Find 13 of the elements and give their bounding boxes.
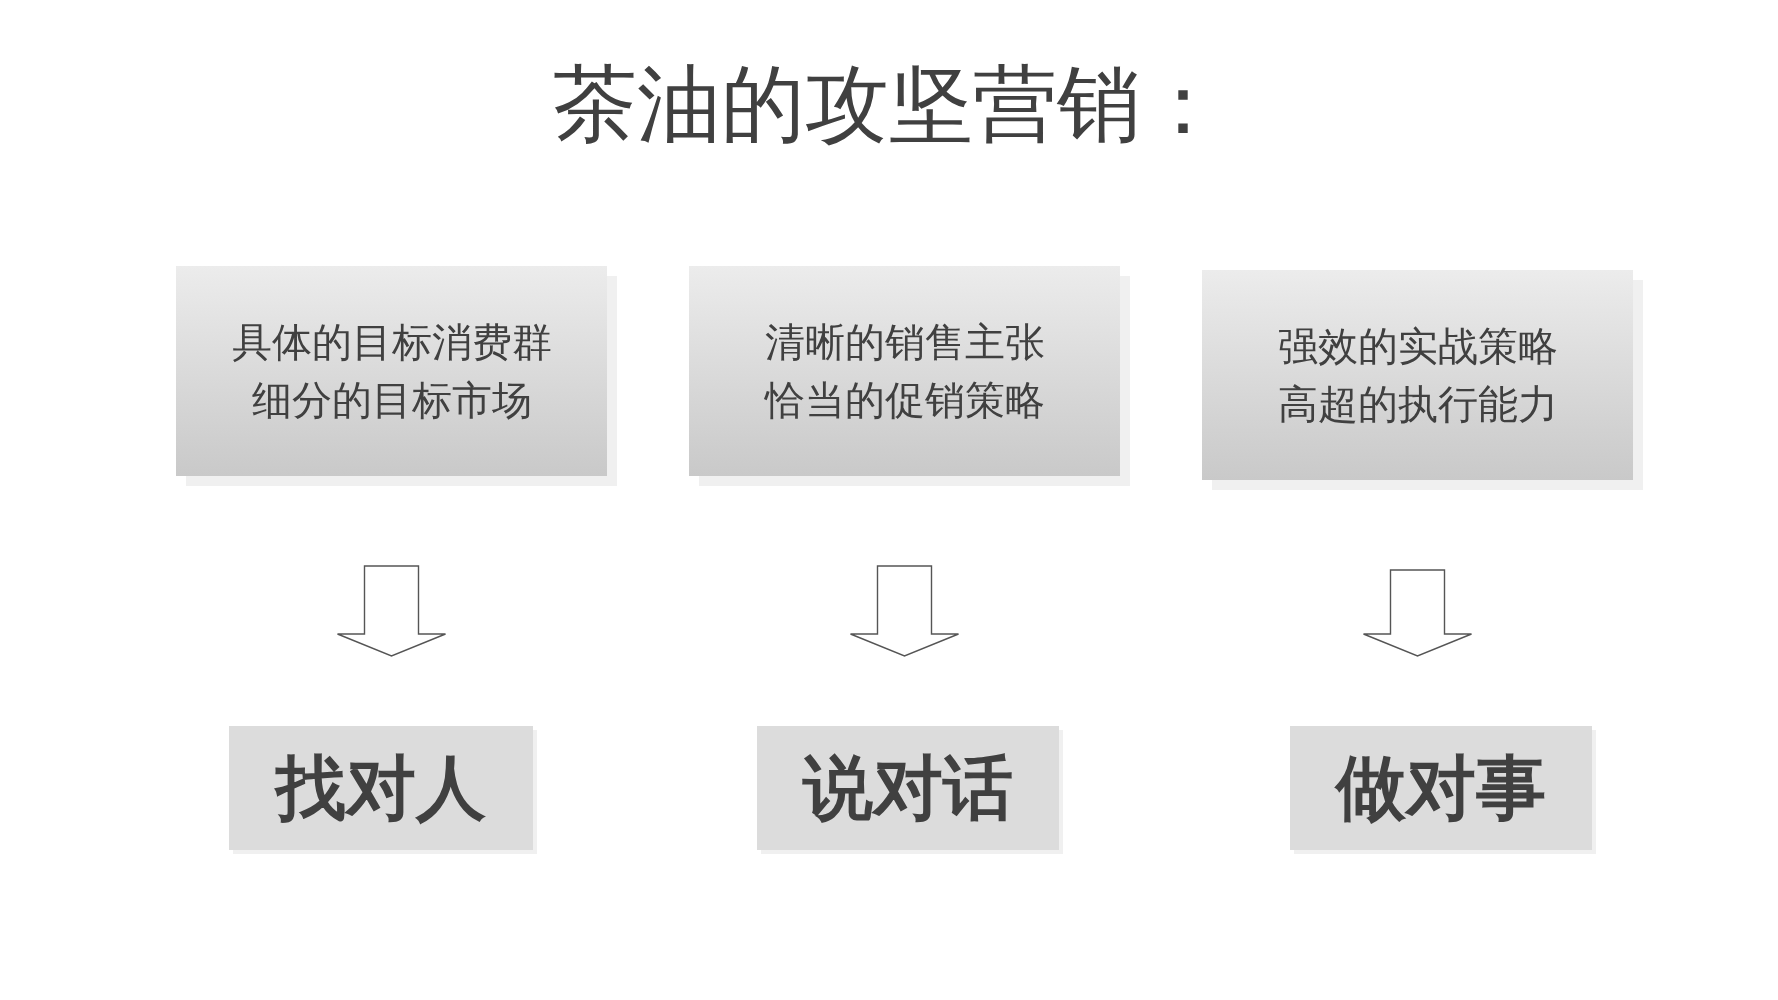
keyword: 做对事 — [1336, 753, 1546, 823]
box-text: 清晰的销售主张 — [764, 318, 1045, 367]
keyword: 说对话 — [803, 753, 1013, 823]
keyword: 找对人 — [276, 753, 486, 823]
box-text: 细分的目标市场 — [251, 376, 532, 425]
box-text: 具体的目标消费群 — [231, 318, 552, 367]
box-text: 强效的实战策略 — [1277, 322, 1558, 371]
block-arrow — [849, 565, 960, 657]
block-arrow — [1362, 569, 1473, 657]
box-text: 高超的执行能力 — [1277, 380, 1558, 429]
box-text: 恰当的促销策略 — [764, 376, 1045, 425]
block-arrow — [336, 565, 447, 657]
title: 茶油的攻坚营销： — [552, 62, 1226, 146]
